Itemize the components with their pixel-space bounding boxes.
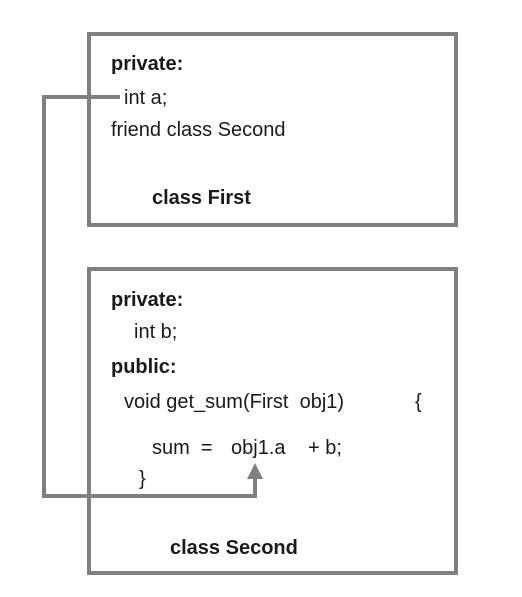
first-member-int-a: int a; bbox=[124, 87, 168, 109]
second-private-label: private: bbox=[111, 289, 184, 311]
method-close-brace: } bbox=[139, 468, 146, 490]
first-private-label: private: bbox=[111, 53, 184, 75]
statement-sum-assign: sum = bbox=[152, 437, 213, 459]
class-second-box bbox=[87, 267, 458, 575]
statement-plus-b: + b; bbox=[308, 437, 342, 459]
second-public-label: public: bbox=[111, 356, 177, 378]
second-member-int-b: int b; bbox=[134, 321, 178, 343]
class-second-caption: class Second bbox=[170, 537, 298, 559]
method-signature: void get_sum(First obj1) bbox=[124, 391, 345, 413]
first-friend-declaration: friend class Second bbox=[111, 119, 286, 141]
class-first-caption: class First bbox=[152, 187, 251, 209]
statement-obj1-a: obj1.a bbox=[231, 437, 286, 459]
method-open-brace: { bbox=[415, 391, 422, 413]
